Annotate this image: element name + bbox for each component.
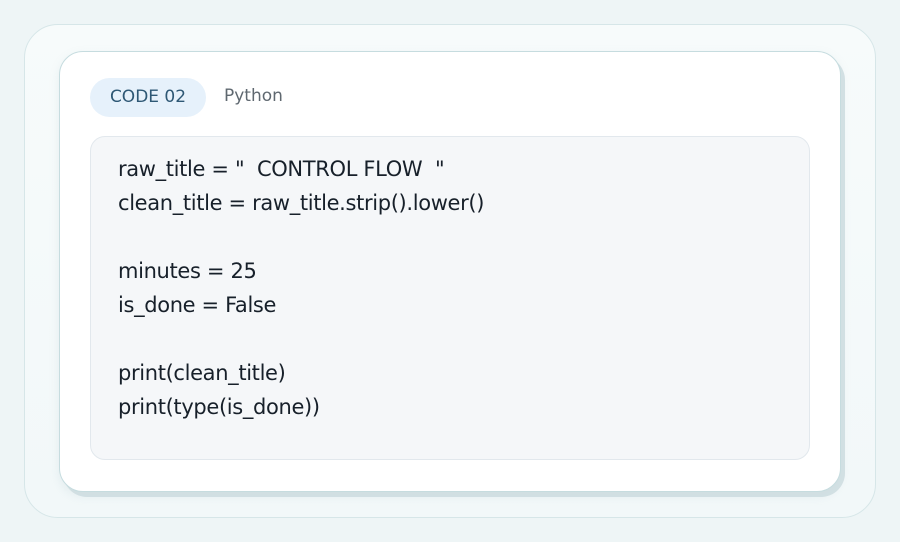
language-label: Python [224,86,283,106]
code-line: clean_title = raw_title.strip().lower() [118,191,485,215]
code-line: print(clean_title) [118,361,286,385]
code-number-badge: CODE 02 [90,78,206,117]
code-line: minutes = 25 [118,259,257,283]
code-line: print(type(is_done)) [118,395,320,419]
code-block [90,136,810,460]
code-line: raw_title = " CONTROL FLOW " [118,157,445,181]
code-line: is_done = False [118,293,277,317]
